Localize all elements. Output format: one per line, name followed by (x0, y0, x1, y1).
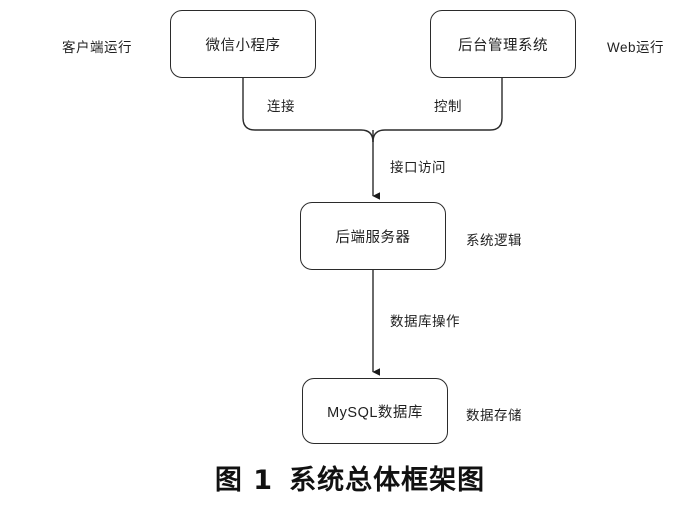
figure-caption-index: 图 1 (214, 465, 274, 496)
node-admin-system[interactable]: 后台管理系统 (430, 10, 576, 78)
side-label-data-storage: 数据存储 (466, 408, 522, 423)
node-miniprogram[interactable]: 微信小程序 (170, 10, 316, 78)
side-label-client-runtime: 客户端运行 (62, 40, 132, 55)
node-backend-server-label: 后端服务器 (335, 229, 411, 246)
edge-label-control: 控制 (432, 95, 464, 115)
edge-label-db-operation: 数据库操作 (388, 310, 462, 330)
side-label-web-runtime: Web运行 (607, 40, 665, 55)
edge-admin-to-junction (372, 78, 503, 143)
edge-label-connect: 连接 (265, 95, 297, 115)
node-mysql-database-label: MySQL数据库 (327, 404, 423, 421)
figure-caption-title: 系统总体框架图 (289, 465, 486, 496)
figure-caption: 图 1 系统总体框架图 (0, 458, 700, 497)
node-admin-system-label: 后台管理系统 (458, 37, 548, 54)
edge-label-api-access: 接口访问 (388, 156, 448, 176)
side-label-system-logic: 系统逻辑 (466, 233, 522, 248)
node-mysql-database[interactable]: MySQL数据库 (302, 378, 448, 444)
node-backend-server[interactable]: 后端服务器 (300, 202, 446, 270)
edge-miniprogram-to-junction (242, 78, 374, 143)
node-miniprogram-label: 微信小程序 (205, 37, 281, 54)
